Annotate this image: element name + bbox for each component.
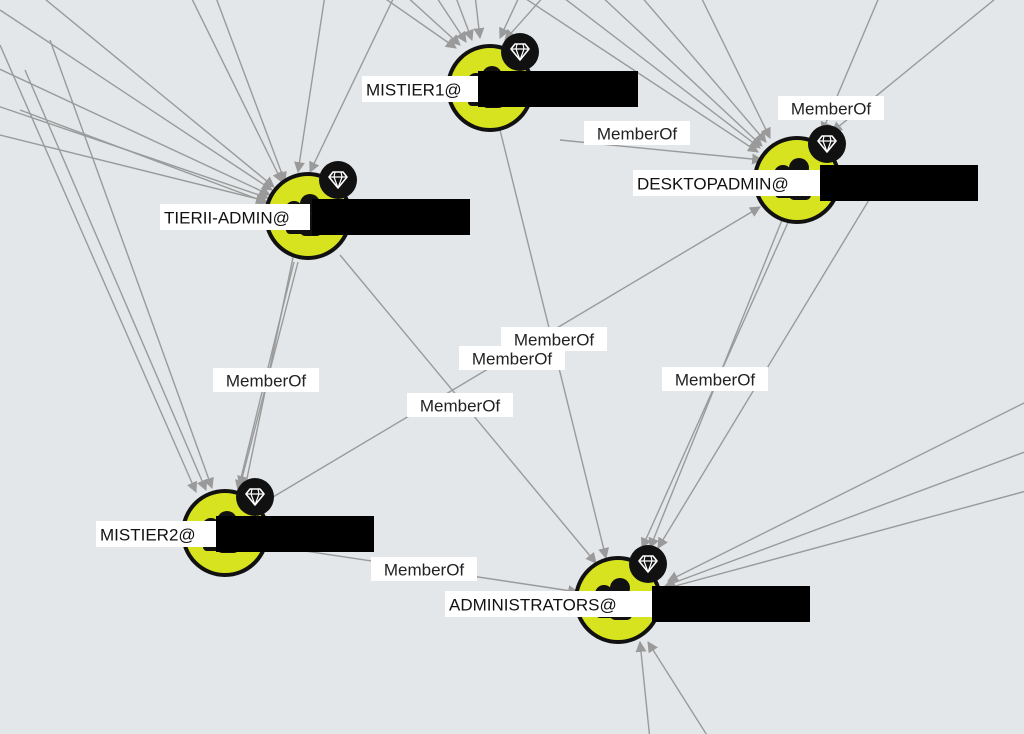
node-label-background [160, 204, 310, 230]
redaction-block [216, 516, 374, 552]
edge-line [701, 0, 771, 139]
edge-label-background [662, 367, 768, 391]
edge-line [667, 402, 1024, 582]
edge-line [409, 0, 461, 46]
edge-line [44, 0, 275, 188]
edge-label-text: MemberOf [420, 397, 501, 416]
node-mistier2[interactable]: MISTIER2@ [96, 478, 374, 577]
edge-label[interactable]: MemberOf [213, 368, 319, 392]
edge-label-text: MemberOf [514, 331, 595, 350]
edge-line [526, 0, 759, 153]
edge-line [499, 0, 519, 39]
gem-icon [808, 125, 846, 163]
redaction-block [652, 586, 810, 622]
edge-line [647, 641, 708, 734]
edge-line [663, 451, 1024, 588]
node-label: MISTIER2@ [100, 526, 196, 545]
edge-line [191, 0, 283, 183]
gem-icon [501, 33, 539, 71]
edge-label[interactable]: MemberOf [662, 367, 768, 391]
redaction-block [478, 71, 638, 107]
edge-line [0, 68, 271, 196]
node-label-background [96, 521, 216, 547]
edge-labels-layer: MemberOfMemberOfMemberOfMemberOfMemberOf… [213, 96, 884, 581]
edge-line [0, 9, 273, 191]
nodes-layer: MISTIER1@ TIERII-ADMIN@ DESKTOPADMIN@ MISTI… [96, 33, 978, 644]
edge-label-text: MemberOf [472, 350, 553, 369]
edge-line [456, 0, 474, 42]
gem-icon [629, 545, 667, 583]
redaction-block [820, 165, 978, 201]
edge-line [635, 640, 651, 734]
edge-line [0, 44, 198, 494]
node-label-background [633, 170, 821, 196]
edge-label-background [213, 368, 319, 392]
node-tierii[interactable]: TIERII-ADMIN@ [160, 161, 470, 260]
node-label: TIERII-ADMIN@ [164, 209, 290, 228]
edge-label-background [459, 346, 565, 370]
edge-line [216, 0, 287, 184]
edge-line [309, 0, 394, 173]
edge-line [643, 0, 767, 143]
edge-line [504, 0, 542, 41]
edge-line [437, 0, 467, 43]
redaction-block [312, 199, 470, 235]
edge-label-background [584, 121, 690, 145]
edge-label[interactable]: MemberOf [371, 557, 477, 581]
node-administrators[interactable]: ADMINISTRATORS@ [445, 545, 810, 644]
edge-label-text: MemberOf [791, 100, 872, 119]
edge-label-text: MemberOf [384, 561, 465, 580]
edge-label[interactable]: MemberOf [584, 121, 690, 145]
edge-label-text: MemberOf [226, 372, 307, 391]
gem-icon [236, 478, 274, 516]
node-desktopadmin[interactable]: DESKTOPADMIN@ [633, 125, 978, 224]
node-label-background [445, 591, 655, 617]
node-label: DESKTOPADMIN@ [637, 175, 789, 194]
node-mistier1[interactable]: MISTIER1@ [362, 33, 638, 132]
edge-line [565, 0, 761, 149]
edge-line [19, 109, 270, 205]
edge-line [385, 0, 457, 49]
edge-label-background [407, 393, 513, 417]
edge-line [24, 69, 208, 492]
edge-line [473, 0, 485, 40]
edge-label-text: MemberOf [675, 371, 756, 390]
edge-label[interactable]: MemberOf [459, 346, 565, 370]
edge-line [294, 0, 325, 174]
node-label: ADMINISTRATORS@ [449, 596, 617, 615]
edge-line [49, 39, 214, 490]
edge-label-text: MemberOf [597, 125, 678, 144]
gem-icon [319, 161, 357, 199]
edge-label[interactable]: MemberOf [778, 96, 884, 120]
node-label-background [362, 76, 482, 102]
edge-line [662, 490, 1024, 592]
edge-label[interactable]: MemberOf [407, 393, 513, 417]
node-label: MISTIER1@ [366, 81, 462, 100]
edge-label-background [371, 557, 477, 581]
edge-line [244, 241, 300, 489]
edge-label-background [778, 96, 884, 120]
edge-line [604, 0, 763, 147]
